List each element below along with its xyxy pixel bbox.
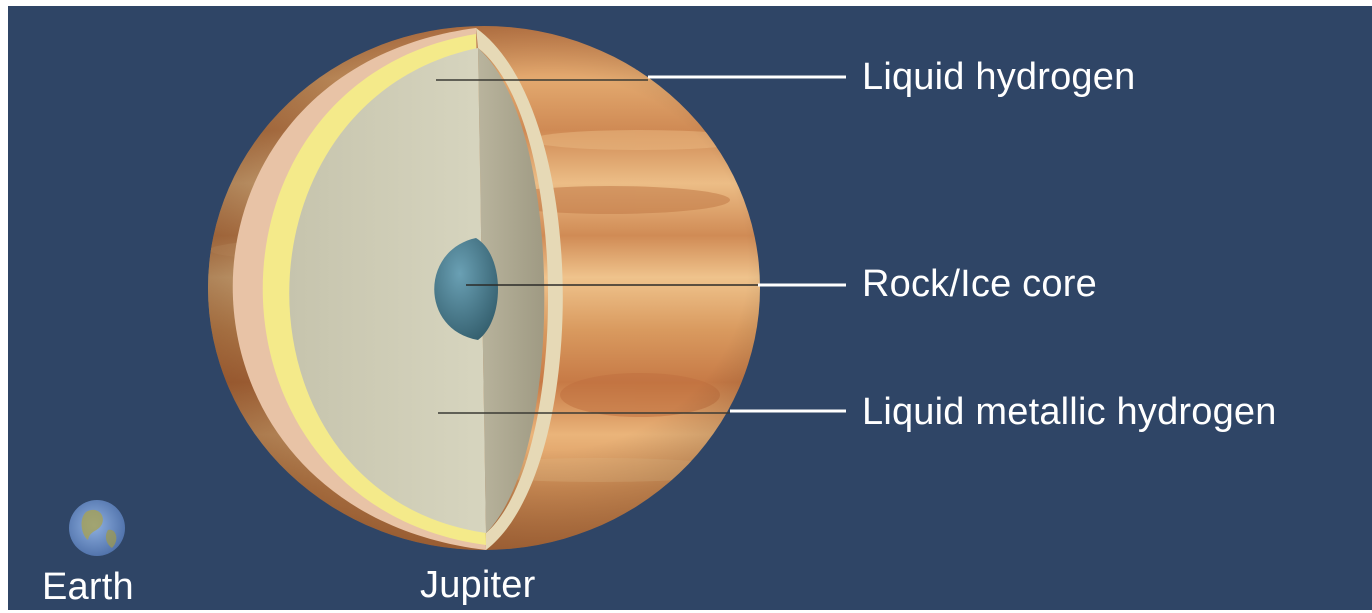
label-earth: Earth (42, 568, 134, 606)
earth-globe (69, 500, 125, 556)
label-liquid-hydrogen: Liquid hydrogen (862, 58, 1135, 96)
label-liquid-metallic-hydrogen: Liquid metallic hydrogen (862, 393, 1277, 431)
label-jupiter: Jupiter (420, 566, 535, 604)
label-rock-ice-core: Rock/Ice core (862, 265, 1097, 303)
